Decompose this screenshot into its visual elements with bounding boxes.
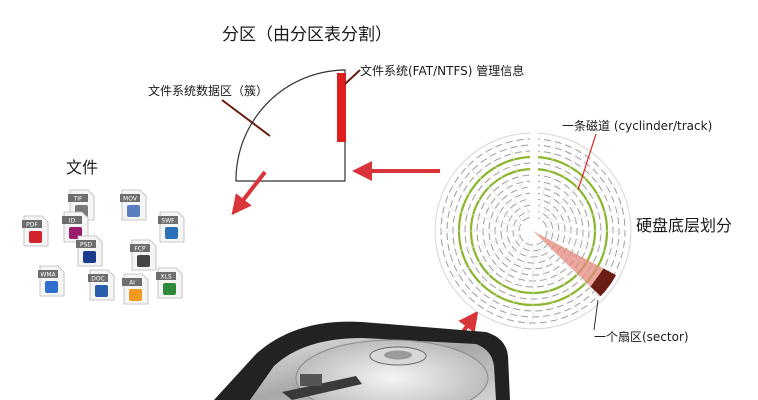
sector-divider-line bbox=[544, 233, 624, 256]
svg-text:FCP: FCP bbox=[134, 246, 146, 253]
sector-edge-block bbox=[590, 268, 616, 297]
sector-divider-line bbox=[508, 140, 531, 220]
indd-file-icon: ID bbox=[62, 211, 89, 243]
svg-text:PSD: PSD bbox=[80, 242, 92, 249]
sector-divider-line bbox=[541, 164, 600, 223]
fcp-file-icon: FCP bbox=[130, 239, 157, 271]
sector-divider-line bbox=[466, 164, 525, 223]
track-ring bbox=[452, 150, 614, 312]
svg-text:XLS: XLS bbox=[160, 274, 171, 281]
svg-text:AI: AI bbox=[129, 280, 135, 287]
svg-text:WMA: WMA bbox=[40, 272, 56, 279]
track-ring bbox=[494, 192, 572, 270]
sector-divider-line bbox=[451, 183, 523, 226]
sector-divider-line bbox=[544, 206, 624, 229]
sector-label: 一个扇区(sector) bbox=[594, 330, 689, 344]
sector-divider-line bbox=[543, 183, 615, 226]
sector-divider-line bbox=[535, 140, 558, 220]
track-ring bbox=[518, 216, 548, 246]
data-area-label: 文件系统数据区（簇） bbox=[148, 84, 269, 98]
svg-text:DOC: DOC bbox=[91, 276, 105, 283]
hard-drive-image bbox=[214, 321, 510, 400]
platter-gap bbox=[530, 131, 538, 231]
file-icons-cluster: TIF MOV PDF ID SWF PSD FCP WMA DOC AI XLS bbox=[22, 189, 185, 305]
sector-divider-line bbox=[451, 236, 523, 279]
sector-divider-line bbox=[442, 206, 522, 229]
sector-divider-line bbox=[485, 241, 528, 313]
doc-file-icon: DOC bbox=[88, 269, 115, 301]
data-area-pointer-line bbox=[221, 99, 271, 137]
disk-layer-label: 硬盘底层划分 bbox=[636, 216, 733, 235]
partition-shape bbox=[221, 69, 361, 182]
wma-file-icon: WMA bbox=[38, 265, 65, 297]
xls-file-icon: XLS bbox=[156, 267, 183, 299]
mgmt-info-label: 文件系统(FAT/NTFS) 管理信息 bbox=[360, 64, 525, 78]
mov-file-icon: MOV bbox=[120, 189, 147, 221]
svg-text:TIF: TIF bbox=[73, 196, 83, 203]
sector-divider-line bbox=[508, 242, 531, 322]
sector-divider-line bbox=[485, 149, 528, 221]
svg-text:ID: ID bbox=[69, 218, 76, 225]
svg-text:PDF: PDF bbox=[26, 222, 38, 229]
sector-wedge bbox=[533, 231, 615, 295]
svg-text:SWF: SWF bbox=[161, 218, 175, 225]
sector-divider-line bbox=[541, 239, 600, 298]
ai-file-icon: AI bbox=[122, 273, 149, 305]
svg-text:MOV: MOV bbox=[123, 196, 138, 203]
psd-file-icon: PSD bbox=[76, 235, 103, 267]
sector-divider-line bbox=[538, 149, 581, 221]
sector-divider-line bbox=[442, 233, 522, 256]
track-label: 一条磁道 (cyclinder/track) bbox=[562, 119, 713, 133]
sector-divider-line bbox=[538, 241, 581, 313]
sector-divider-line bbox=[466, 239, 525, 298]
swf-file-icon: SWF bbox=[158, 211, 185, 243]
pdf-file-icon: PDF bbox=[22, 215, 49, 247]
sector-pointer-line bbox=[593, 299, 599, 331]
mgmt-pointer-line bbox=[344, 69, 361, 85]
disk-platter bbox=[434, 131, 632, 331]
arrow-partition-to-files bbox=[231, 170, 267, 216]
sector-divider-line bbox=[535, 242, 558, 322]
track-pointer-line bbox=[577, 133, 597, 191]
page-title: 分区（由分区表分割） bbox=[222, 25, 392, 45]
files-label: 文件 bbox=[66, 158, 99, 177]
mgmt-info-bar bbox=[337, 73, 346, 142]
